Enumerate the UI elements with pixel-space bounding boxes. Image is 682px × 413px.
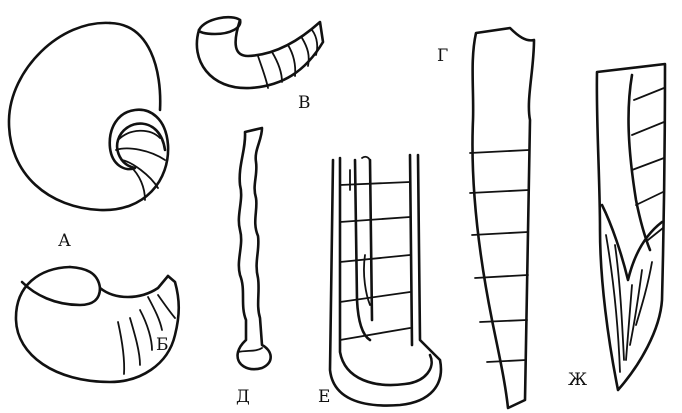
shell-a-coiled — [9, 23, 168, 210]
label-d: Д — [236, 387, 250, 407]
label-a: А — [58, 231, 71, 251]
label-b: Б — [156, 335, 169, 355]
shell-zh-conical — [597, 64, 665, 390]
label-g: Г — [437, 46, 448, 66]
shell-e-siphuncle — [330, 155, 441, 406]
label-v: В — [298, 93, 311, 113]
shell-v-curved — [197, 17, 323, 88]
label-zh: Ж — [568, 370, 587, 390]
label-e: Е — [318, 387, 330, 407]
shell-g-straight — [470, 28, 534, 408]
shell-d-tubular — [238, 128, 271, 369]
shell-b-horn — [16, 267, 179, 382]
